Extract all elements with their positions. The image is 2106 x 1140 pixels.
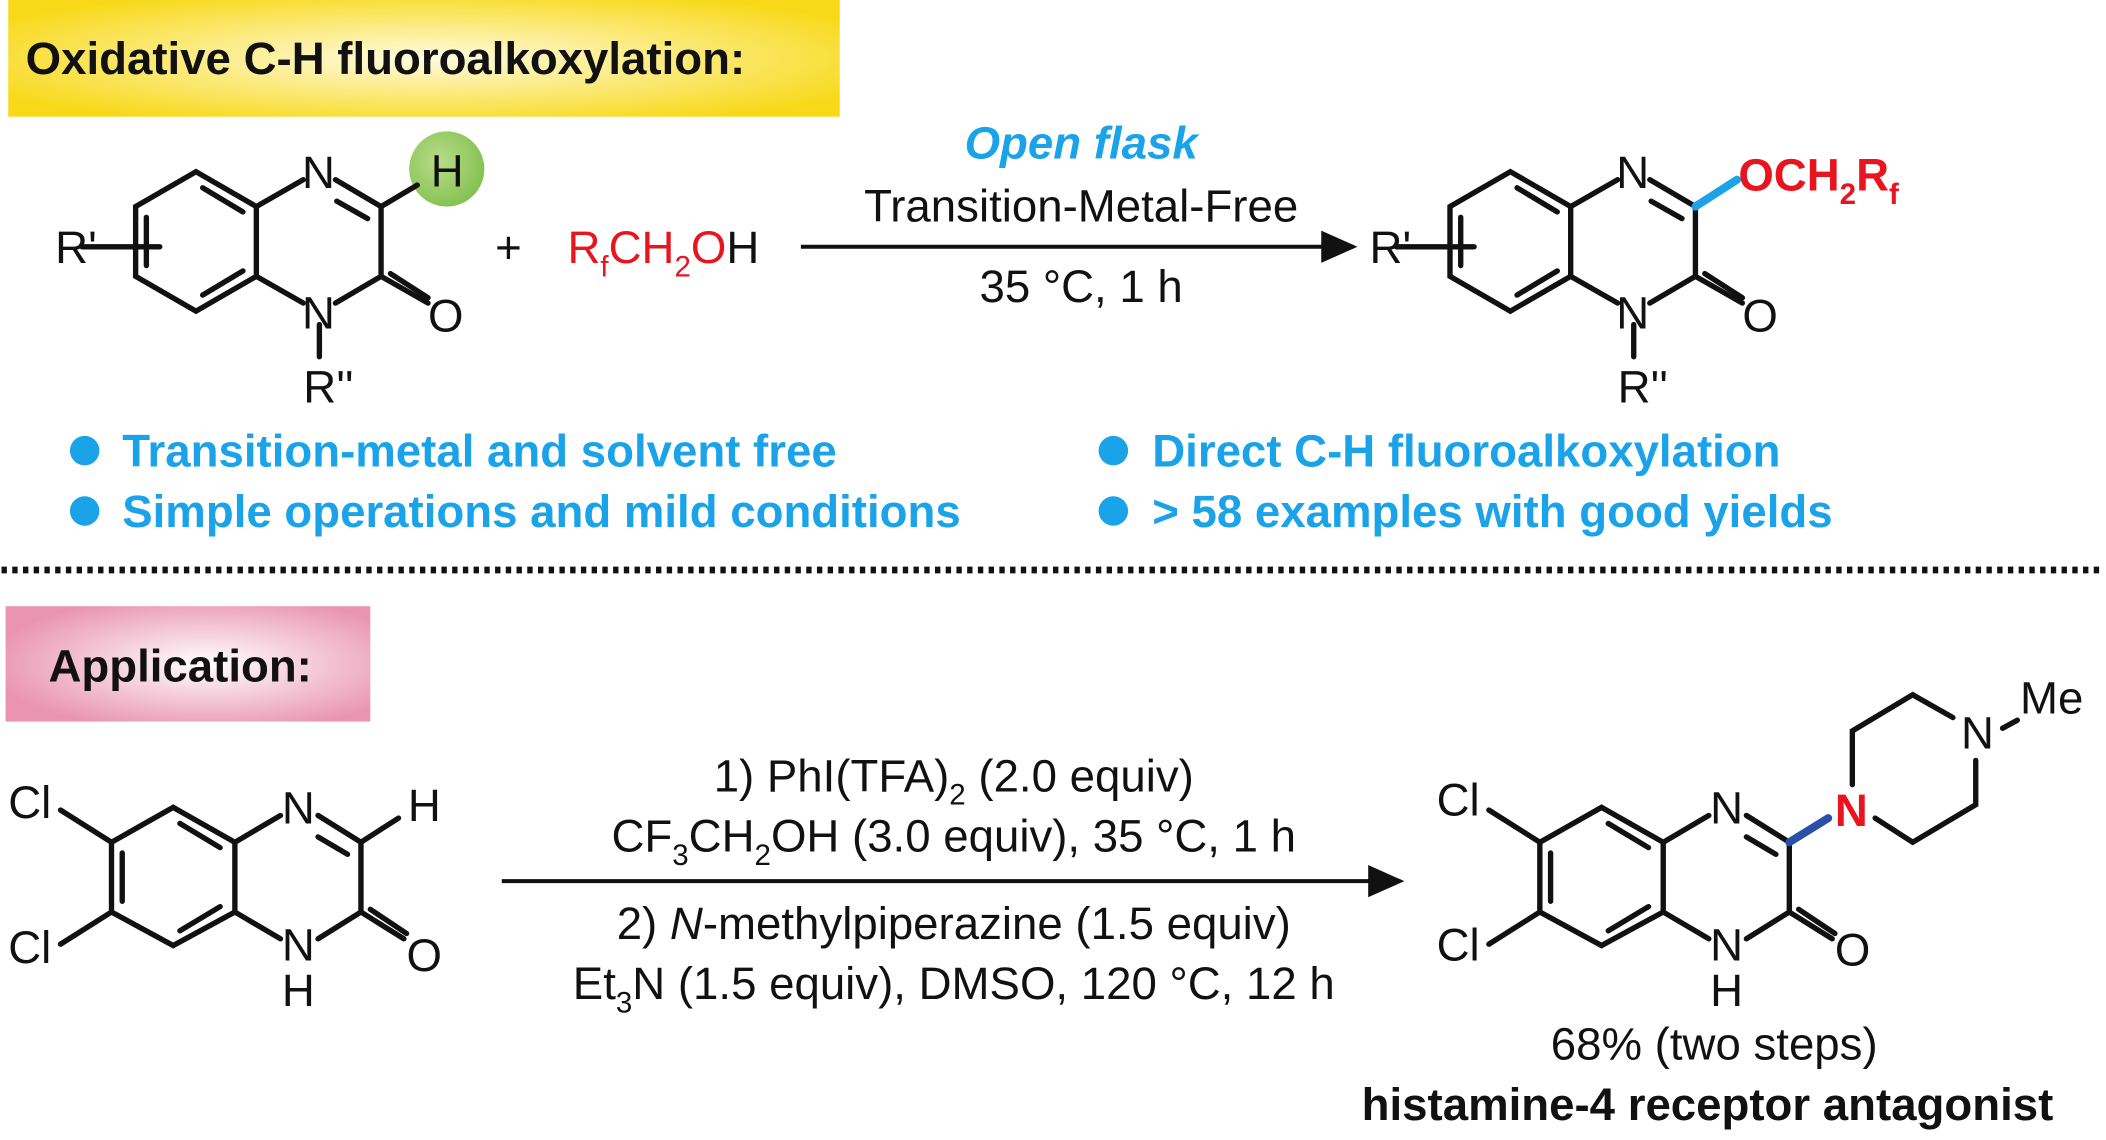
substituent-r2: R''	[303, 361, 353, 412]
atom-h: H	[408, 780, 441, 831]
quinoxalinone-reactant: N N H O R' R''	[55, 131, 485, 412]
atom-n: N	[302, 147, 335, 198]
bullet-icon	[1098, 496, 1129, 526]
yield-text: 68% (two steps)	[1551, 1019, 1878, 1070]
atom-n: N	[282, 919, 315, 970]
och2rf-group: OCH2Rf	[1738, 149, 1899, 210]
atom-h: H	[1710, 965, 1743, 1016]
new-bond	[1691, 175, 1742, 211]
atom-n: N	[302, 288, 335, 339]
atom-n: N	[1710, 782, 1743, 833]
substituent-r2: R''	[1618, 361, 1668, 412]
atom-n-piperazine: N	[1835, 785, 1868, 836]
atom-h: H	[431, 145, 464, 196]
new-bond	[1785, 814, 1833, 847]
atom-h: H	[282, 965, 315, 1016]
feature-item: Direct C-H fluoroalkoxylation	[1152, 426, 1780, 477]
condition-step2-amine: 2) N-methylpiperazine (1.5 equiv)	[617, 898, 1291, 949]
highlight-circle	[409, 131, 485, 207]
atom-cl: Cl	[1437, 774, 1480, 825]
atom-n: N	[1710, 919, 1743, 970]
bullet-icon	[69, 496, 100, 526]
fluoroalcohol-reagent: RfCH2OH	[567, 222, 759, 283]
atom-cl: Cl	[8, 922, 51, 973]
atom-o: O	[1835, 925, 1870, 976]
condition-catalyst: Transition-Metal-Free	[864, 180, 1298, 231]
feature-item: > 58 examples with good yields	[1152, 486, 1832, 537]
substituent-r1: R'	[55, 222, 97, 273]
atom-o: O	[428, 290, 463, 341]
atom-n: N	[1616, 147, 1649, 198]
bullet-icon	[1098, 435, 1129, 466]
methyl-group: Me	[2020, 673, 2083, 724]
plus-sign: +	[495, 222, 522, 273]
fluoroalkoxylated-product: N N O R' R'' OCH2Rf	[1370, 147, 1900, 413]
application-title: Application:	[48, 640, 311, 691]
condition-temp-time: 35 °C, 1 h	[980, 261, 1183, 312]
condition-step1-alcohol: CF3CH2OH (3.0 equiv), 35 °C, 1 h	[611, 811, 1296, 872]
atom-o: O	[407, 930, 442, 981]
feature-item: Transition-metal and solvent free	[122, 426, 836, 477]
application-banner: Application:	[5, 606, 371, 722]
dichloroquinoxalinone-reactant: Cl Cl N H N H O	[8, 777, 442, 1016]
condition-step2-base: Et3N (1.5 equiv), DMSO, 120 °C, 12 h	[573, 958, 1335, 1019]
bullet-icon	[69, 435, 100, 466]
product-label: histamine-4 receptor antagonist	[1362, 1079, 2054, 1130]
atom-o: O	[1742, 290, 1777, 341]
atom-n: N	[1961, 707, 1994, 758]
antagonist-product: Cl Cl N N H O N N Me	[1437, 673, 2084, 1016]
atom-cl: Cl	[8, 777, 51, 828]
header-banner: Oxidative C-H fluoroalkoxylation:	[8, 0, 840, 117]
atom-n: N	[282, 782, 315, 833]
feature-item: Simple operations and mild conditions	[122, 486, 960, 537]
condition-step1-reagent: 1) PhI(TFA)2 (2.0 equiv)	[714, 750, 1194, 811]
atom-cl: Cl	[1437, 919, 1480, 970]
header-title: Oxidative C-H fluoroalkoxylation:	[26, 33, 745, 84]
condition-open-flask: Open flask	[965, 117, 1201, 168]
substituent-r1: R'	[1370, 222, 1412, 273]
feature-list: Transition-metal and solvent free Simple…	[69, 426, 1833, 537]
atom-n: N	[1616, 288, 1649, 339]
